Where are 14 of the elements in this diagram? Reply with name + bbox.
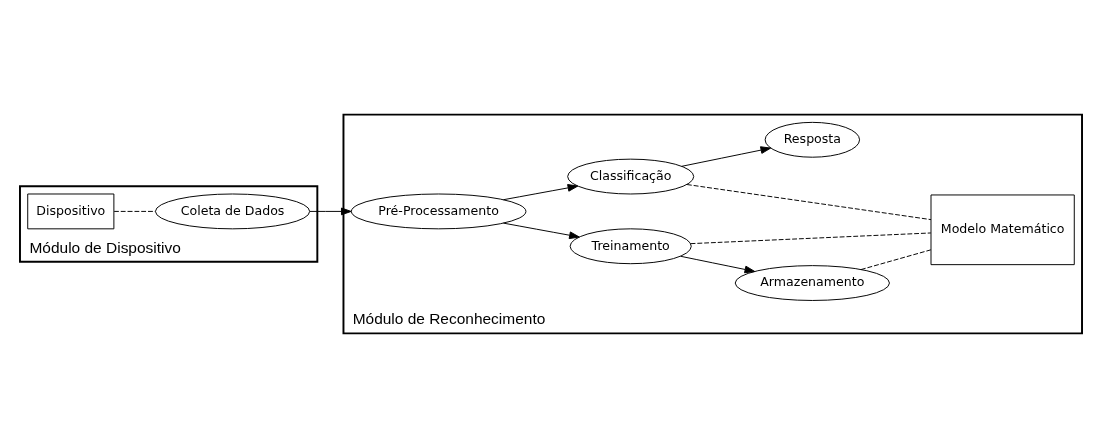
connector xyxy=(860,248,932,270)
connector xyxy=(686,183,932,220)
arrow xyxy=(681,145,772,167)
arrow xyxy=(309,207,352,215)
connector xyxy=(113,210,156,212)
connector xyxy=(690,231,932,244)
node-box: Modelo Matemático xyxy=(930,193,1075,265)
node-box: Dispositivo xyxy=(27,193,115,229)
node-ellipse: Coleta de Dados xyxy=(154,193,311,229)
arrow xyxy=(680,255,756,273)
node-ellipse: Resposta xyxy=(764,121,861,158)
arrow xyxy=(502,222,580,239)
arrow xyxy=(502,183,579,200)
node-ellipse: Pré-Processamento xyxy=(350,193,527,229)
